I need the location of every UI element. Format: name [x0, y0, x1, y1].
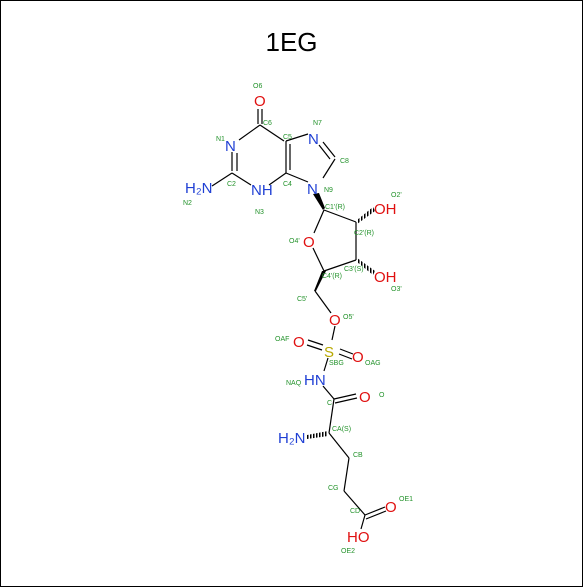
atom-symbols: O N H₂N NH N N O OH OH O S O O HN O H₂N …: [185, 93, 397, 546]
label-n9: N9: [324, 187, 333, 194]
atom-oag: O: [352, 349, 364, 366]
atom-n3: NH: [251, 182, 273, 199]
atom-naq: HN: [304, 372, 326, 389]
bond-n7-c8-double: [318, 144, 331, 160]
molecule-title: 1EG: [265, 27, 318, 57]
label-oe2: OE2: [341, 548, 355, 555]
label-n3: N3: [255, 209, 264, 216]
atom-sulfur: S: [324, 344, 334, 361]
atom-n2-amine: H₂N: [185, 180, 213, 197]
bond-naq-c: [322, 385, 335, 400]
label-naq: NAQ: [286, 380, 302, 387]
label-o3p: O3': [391, 286, 402, 293]
bond-cd-oe2: [360, 514, 366, 530]
bond-c5-n7: [285, 133, 309, 142]
label-c2r: C2'(R): [354, 230, 374, 237]
atom-o4: O: [303, 234, 315, 251]
bond-c2-n2: [211, 172, 233, 187]
bond-s-oag-double: [338, 353, 353, 360]
label-c5: C5: [283, 134, 292, 141]
label-n1: N1: [216, 136, 225, 143]
atom-n9: N: [307, 181, 318, 198]
bond-c-o-double: [334, 397, 358, 404]
bond-c2-n3: [231, 172, 252, 186]
bond-s-oaf: [307, 339, 324, 346]
bond-cb-cg: [343, 457, 350, 492]
bond-c4-c5-wedge: [314, 271, 326, 291]
label-c6: C6: [263, 120, 272, 127]
atom-oe2-hydroxyl: HO: [347, 529, 370, 546]
label-c4: C4: [283, 181, 292, 188]
bond-ca-n-hash: [307, 431, 328, 439]
label-n7: N7: [313, 120, 322, 127]
bond-n7-c8: [322, 141, 336, 158]
label-cg: CG: [328, 485, 339, 492]
atom-n-alpha-amine: H₂N: [278, 430, 306, 447]
bond-c8-n9: [322, 158, 336, 179]
bond-n3-c4: [268, 172, 287, 186]
bond-c1-o4: [313, 209, 325, 234]
label-cd: CD: [350, 508, 360, 515]
bond-s-naq: [323, 357, 329, 372]
bond-n9-c1-wedge: [313, 193, 325, 210]
bond-s-oaf-double: [306, 344, 323, 351]
label-n2: N2: [183, 200, 192, 207]
label-c8: C8: [340, 158, 349, 165]
bond-c-o: [333, 393, 357, 400]
atom-o5: O: [329, 312, 341, 329]
atom-n1: N: [225, 138, 236, 155]
atom-oaf: O: [293, 334, 305, 351]
bond-c2-o2-hash: [357, 207, 375, 224]
atom-o3-hydroxyl: OH: [374, 269, 397, 286]
bond-c5-o5: [314, 290, 332, 314]
label-oe1: OE1: [399, 496, 413, 503]
atom-name-labels: O6 C6 N1 C5 N7 C8 C2 N2 N3 C4 N9 C1'(R) …: [183, 83, 413, 555]
label-c3s: C3'(S): [344, 266, 364, 273]
label-oag: OAG: [365, 360, 381, 367]
bond-c-ca: [328, 398, 335, 434]
bond-c4r-c3r: [323, 259, 357, 272]
bond-c6-c5: [259, 124, 285, 142]
label-cb: CB: [353, 452, 363, 459]
bonds: [211, 109, 387, 530]
atom-o6: O: [254, 93, 266, 110]
atom-o-carbonyl: O: [359, 389, 371, 406]
bond-cg-cd: [343, 490, 366, 516]
label-c1r: C1'(R): [325, 204, 345, 211]
bond-c4-n9: [285, 172, 309, 183]
atom-o2-hydroxyl: OH: [374, 201, 397, 218]
atom-n7: N: [308, 131, 319, 148]
label-o2p: O2': [391, 192, 402, 199]
label-c5p: C5': [297, 296, 307, 303]
bond-cd-oe1: [364, 506, 386, 516]
label-o4p: O4': [289, 238, 300, 245]
bond-c3-o3-hash: [357, 258, 375, 275]
label-o6: O6: [253, 83, 262, 90]
label-c4r: C4'(R): [322, 273, 342, 280]
label-c: C: [327, 400, 332, 407]
label-cas: CA(S): [332, 426, 351, 433]
label-o: O: [379, 392, 385, 399]
bond-c6-n1: [238, 124, 261, 141]
bond-s-oag: [339, 348, 354, 355]
label-sbg: SBG: [329, 360, 344, 367]
bond-o5-s: [331, 325, 336, 341]
bond-o4-c4r: [312, 247, 325, 272]
bond-c1-c2r: [323, 209, 357, 223]
atom-oe1: O: [385, 499, 397, 516]
label-c2: C2: [227, 181, 236, 188]
label-o5p: O5': [343, 314, 354, 321]
bond-ca-cb: [328, 432, 350, 459]
label-oaf: OAF: [275, 336, 289, 343]
bond-cd-oe1-double: [365, 510, 387, 520]
